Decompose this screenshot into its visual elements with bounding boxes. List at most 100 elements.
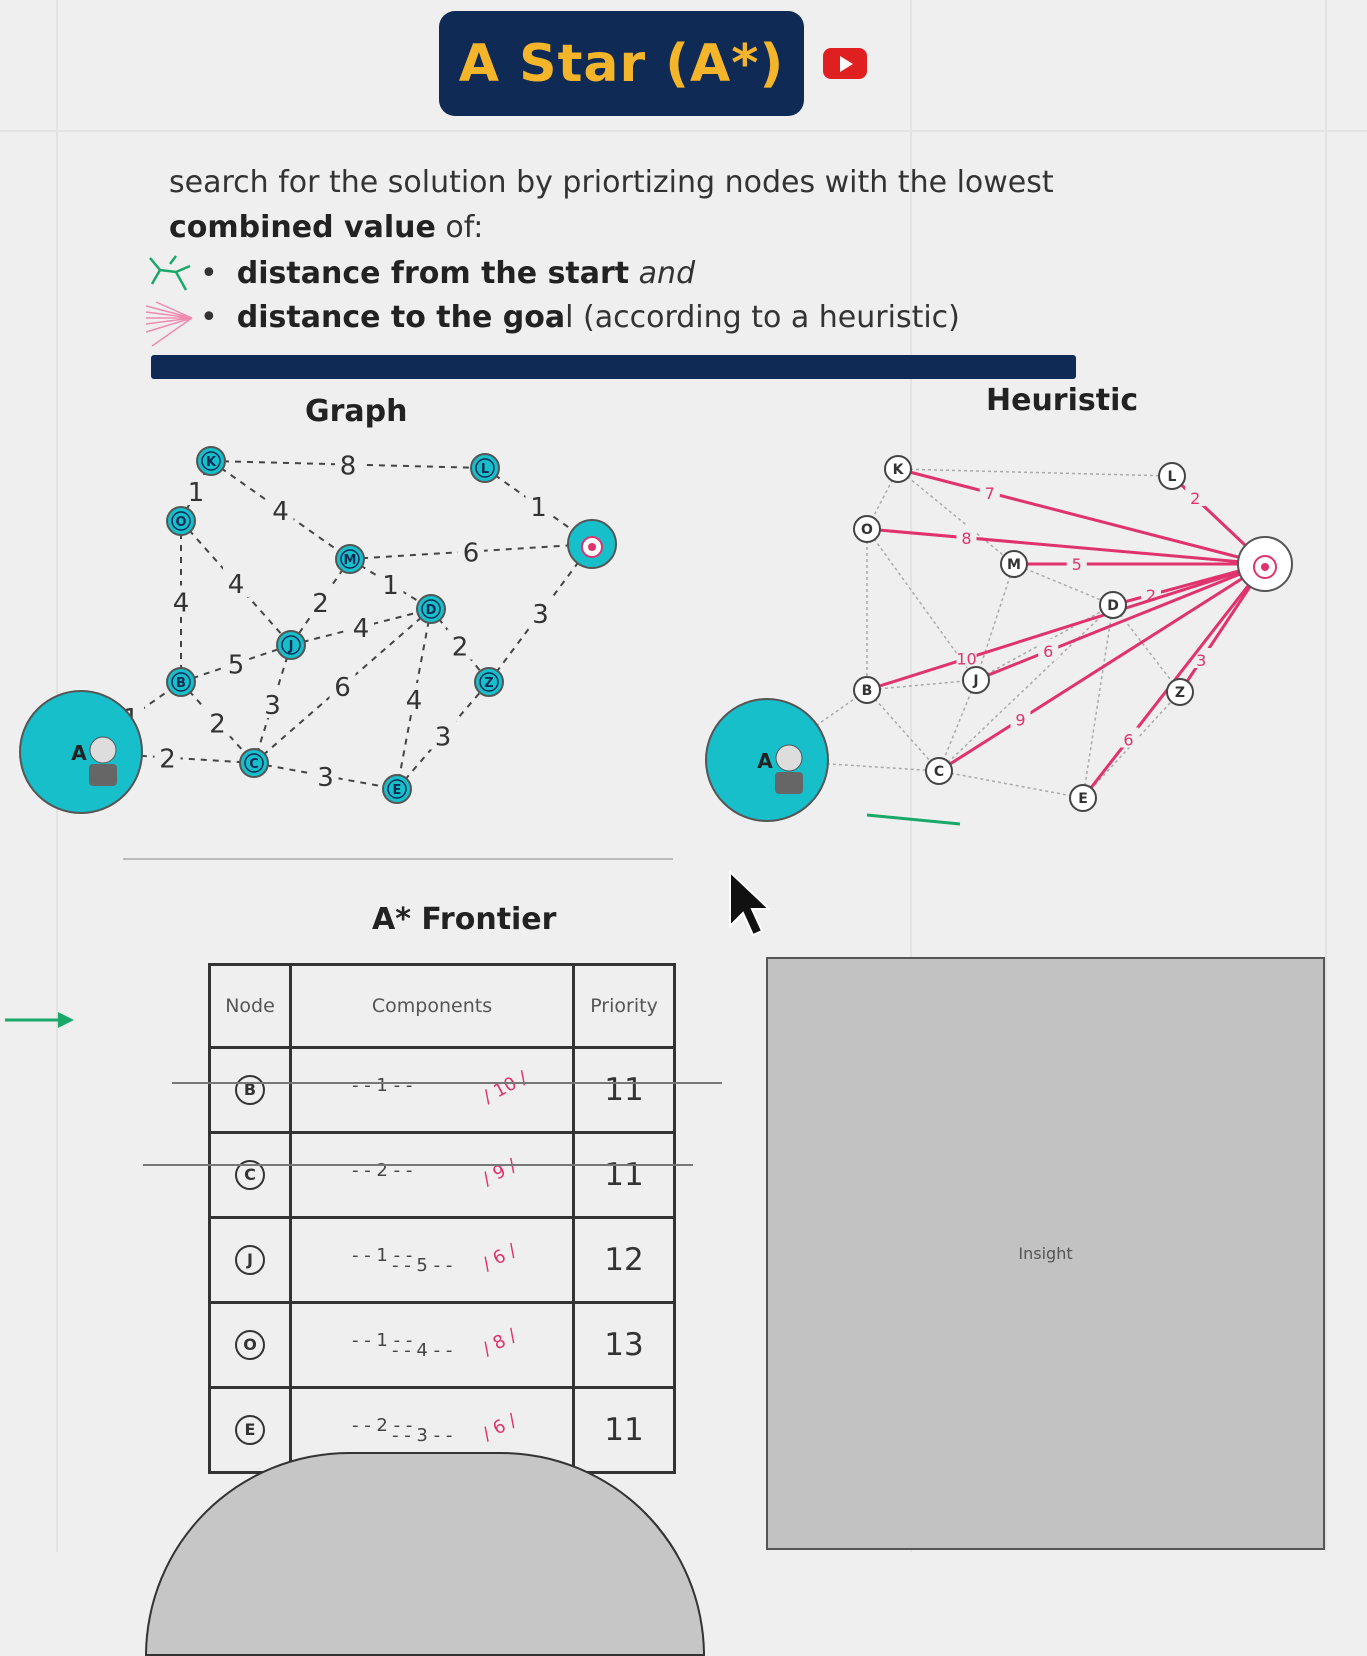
graph-node [470, 453, 500, 483]
components-sketch: - - 1 - -- - 5 - -/ 6 / [292, 1219, 572, 1301]
components-sketch: - - 2 - -- - 3 - -/ 6 / [292, 1389, 572, 1471]
node-ring [340, 549, 360, 569]
edge-label-bg [458, 535, 484, 566]
heuristic-graph-edge [1112, 604, 1181, 693]
node-label: O [175, 515, 186, 530]
node-badge: E [235, 1415, 265, 1445]
grid-line [1325, 0, 1327, 1552]
heuristic-value: 5 [1072, 555, 1082, 574]
avatar-body [89, 764, 117, 786]
page-title: A Star (A*) [458, 33, 785, 94]
node-label: A [757, 749, 773, 773]
heuristic-node [1069, 784, 1097, 812]
bullet-start-distance: • distance from the start and [200, 256, 696, 291]
heuristic-graph-edge [866, 689, 940, 772]
bullet-italic-text: and [629, 256, 696, 291]
node-label: Z [484, 676, 493, 691]
edge-weight: 2 [209, 710, 226, 740]
components-cell: - - 2 - -/ 9 / [289, 1131, 575, 1219]
edge-label-bg [401, 683, 427, 713]
graph-title: Graph [305, 394, 408, 429]
grid-line [910, 0, 912, 1552]
edge-label-bg [154, 741, 181, 772]
graph-edge [180, 644, 292, 683]
distance-component: - - 4 - - [392, 1340, 453, 1361]
ray-label-bg [979, 480, 1000, 501]
edge-label-bg [307, 586, 334, 616]
green-underline [866, 813, 961, 826]
edge-weight: 6 [463, 539, 480, 569]
heuristic-component: / 9 / [479, 1155, 520, 1190]
node-ring [479, 672, 499, 692]
graph-diagrams: 811444621452363431223KLOMJDBZCEA72852610… [19, 446, 1293, 860]
edge-weight: 3 [532, 600, 549, 630]
table-header-row: Node Components Priority [208, 963, 676, 1049]
node-cell: O [208, 1301, 292, 1389]
edge-weight: 4 [228, 570, 245, 600]
heuristic-component: / 8 / [479, 1325, 520, 1360]
edge-label-bg [223, 567, 249, 597]
node-label: B [862, 683, 873, 699]
heuristic-graph-edge [897, 468, 1173, 477]
heuristic-value: 2 [1190, 489, 1200, 508]
node-label: E [1078, 791, 1088, 807]
heuristic-node [1000, 550, 1028, 578]
target-center [1261, 563, 1269, 571]
graph-node [474, 667, 504, 697]
title-banner: A Star (A*) [439, 11, 804, 116]
edge-label-bg [204, 706, 231, 737]
table-row: E- - 2 - -- - 3 - -/ 6 /11 [208, 1386, 676, 1474]
youtube-icon[interactable] [823, 48, 867, 79]
description-text: of: [435, 210, 484, 245]
grid-line [0, 130, 1367, 132]
heuristic-value: 2 [1146, 586, 1156, 605]
node-ring [244, 753, 264, 773]
bullet-bold-text: distance to the goa [236, 300, 566, 335]
components-cell: - - 1 - -- - 4 - -/ 8 / [289, 1301, 575, 1389]
node-label: K [206, 455, 217, 470]
node-label: Z [1175, 685, 1185, 701]
ray-label-bg [956, 646, 977, 667]
node-label: O [861, 522, 873, 538]
graph-node [196, 446, 226, 476]
edge-label-bg [168, 585, 194, 616]
heuristic-graph-edge [1082, 604, 1114, 799]
edge-label-bg [430, 719, 456, 750]
heuristic-graph-edge [866, 528, 977, 681]
header-components: Components [289, 963, 575, 1049]
heuristic-graph-edge [1013, 563, 1114, 606]
edge-weight: 6 [334, 673, 351, 703]
node-label: M [1007, 557, 1021, 573]
node-cell: J [208, 1216, 292, 1304]
edge-label-bg [447, 629, 473, 660]
components-cell: - - 1 - -/ 10 / [289, 1046, 575, 1134]
node-badge: B [235, 1075, 265, 1105]
edge-label-bg [527, 597, 554, 627]
edge-label-bg [267, 494, 294, 524]
heuristic-component: / 6 / [479, 1410, 520, 1445]
graph-node [335, 544, 365, 574]
edge-label-bg [312, 760, 339, 790]
graph-node [382, 774, 412, 804]
heuristic-ray [897, 467, 1266, 566]
header-priority: Priority [572, 963, 676, 1049]
edge-label-bg [223, 647, 249, 678]
ray-label-bg [1038, 639, 1059, 659]
distance-component: - - 2 - - [352, 1415, 413, 1436]
table-row: J- - 1 - -- - 5 - -/ 6 /12 [208, 1216, 676, 1304]
graph-node [166, 506, 196, 536]
graph-node [416, 594, 446, 624]
graph-node [239, 748, 269, 778]
edge-label-bg [377, 568, 404, 598]
edge-weight: 3 [317, 763, 334, 793]
node-label: J [288, 639, 294, 654]
target-center [588, 543, 596, 551]
node-label: K [893, 462, 905, 478]
ray-label-bg [1066, 552, 1087, 572]
edge-weight: 2 [312, 589, 329, 619]
node-ring [201, 451, 221, 471]
heuristic-graph-edge [938, 679, 977, 772]
heuristic-ray [866, 527, 1266, 566]
priority-cell: 12 [572, 1216, 676, 1304]
edge-weight: 1 [188, 478, 205, 508]
